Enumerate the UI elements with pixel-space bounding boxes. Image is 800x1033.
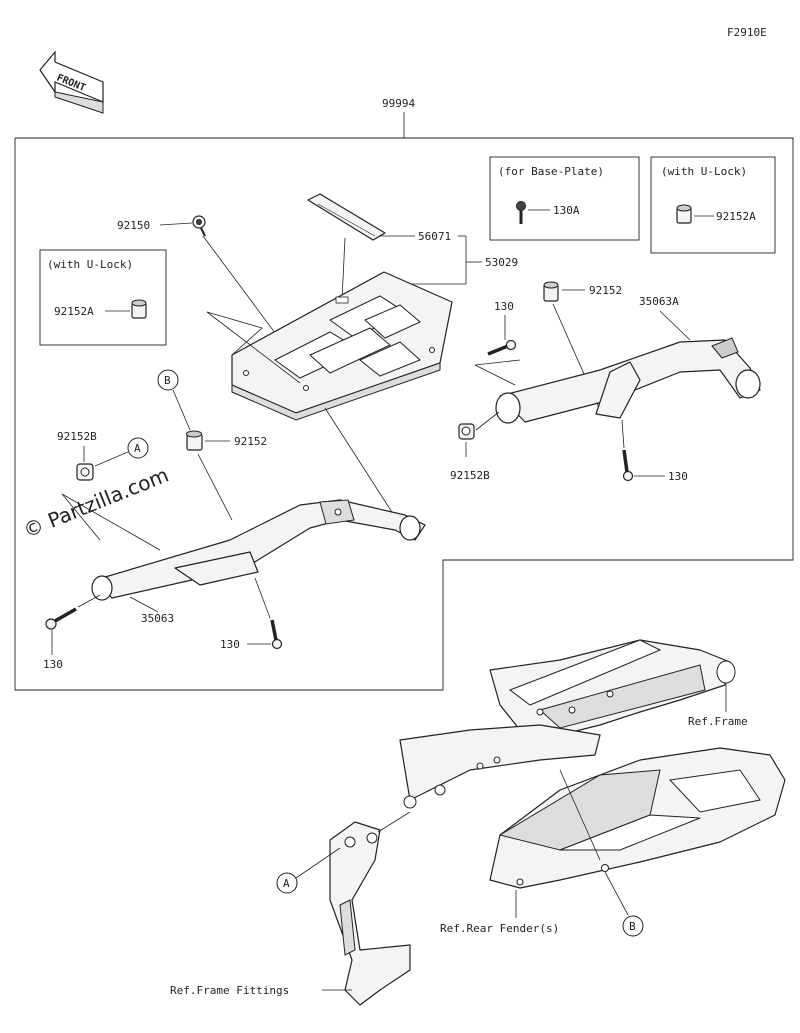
inset-ulock-right-title: (with U-Lock) [661, 165, 747, 178]
inset-ulock-left-part: 92152A [54, 305, 94, 318]
inset-base-plate: (for Base-Plate) 130A [489, 156, 640, 241]
callout-35063a: 35063A [639, 295, 679, 308]
assembly-number: 99994 [382, 97, 415, 110]
reference-mark-b-bottom: B [622, 915, 644, 937]
ref-frame-fittings: Ref.Frame Fittings [170, 984, 289, 997]
frame-fittings [329, 821, 411, 1006]
collar-92152b-left-icon [76, 463, 94, 481]
callout-130-right-lower: 130 [668, 470, 688, 483]
callout-56071: 56071 [418, 230, 451, 243]
callout-92152-right: 92152 [589, 284, 622, 297]
callout-92150: 92150 [117, 219, 150, 232]
bolt-130a-icon [516, 201, 526, 224]
label-56071-icon [307, 193, 386, 241]
bracket-35063 [91, 499, 426, 601]
assembly-boundary [14, 137, 794, 691]
inset-ulock-right: (with U-Lock) 92152A [650, 156, 776, 254]
svg-text:B: B [629, 920, 636, 933]
bracket-35063a [495, 337, 761, 424]
diagram-id: F2910E [727, 26, 767, 39]
watermark: © Partzilla.com [20, 463, 172, 543]
bolt-130-left-icon [45, 607, 77, 630]
callout-130-right: 130 [494, 300, 514, 313]
callout-53029: 53029 [485, 256, 518, 269]
inset-base-plate-title: (for Base-Plate) [498, 165, 604, 178]
callout-130-left-lower: 130 [220, 638, 240, 651]
ref-frame: Ref.Frame [688, 715, 748, 728]
svg-text:A: A [283, 877, 290, 890]
svg-text:B: B [164, 374, 171, 387]
collar-92152a-left-icon [131, 299, 147, 319]
reference-mark-a-bottom: A [276, 872, 298, 894]
callout-35063: 35063 [141, 612, 174, 625]
bolt-130-right-lower-icon [622, 449, 634, 482]
inset-ulock-right-part: 92152A [716, 210, 756, 223]
carrier-plate-53029 [231, 271, 453, 421]
collar-92152-left-icon [186, 430, 203, 451]
svg-text:A: A [134, 442, 141, 455]
inset-ulock-left-title: (with U-Lock) [47, 258, 133, 271]
collar-92152b-right-icon [458, 423, 475, 440]
front-arrow-icon: FRONT [39, 50, 104, 114]
inset-base-plate-part: 130A [553, 204, 580, 217]
rear-fender [489, 747, 786, 889]
ref-rear-fender: Ref.Rear Fender(s) [440, 922, 559, 935]
inset-ulock-left: (with U-Lock) 92152A [39, 249, 167, 346]
frame-assembly [399, 639, 736, 809]
callout-92152b-left: 92152B [57, 430, 97, 443]
reference-mark-a-top: A [127, 437, 149, 459]
callout-130-left: 130 [43, 658, 63, 671]
collar-92152-right-icon [543, 281, 559, 302]
callout-92152b-right: 92152B [450, 469, 490, 482]
callout-92152-left: 92152 [234, 435, 267, 448]
bolt-130-right-icon [487, 339, 517, 356]
collar-92152a-icon [676, 204, 692, 224]
bolt-92150-icon [192, 215, 206, 237]
reference-mark-b-top: B [157, 369, 179, 391]
bolt-130-left-lower-icon [270, 619, 283, 650]
